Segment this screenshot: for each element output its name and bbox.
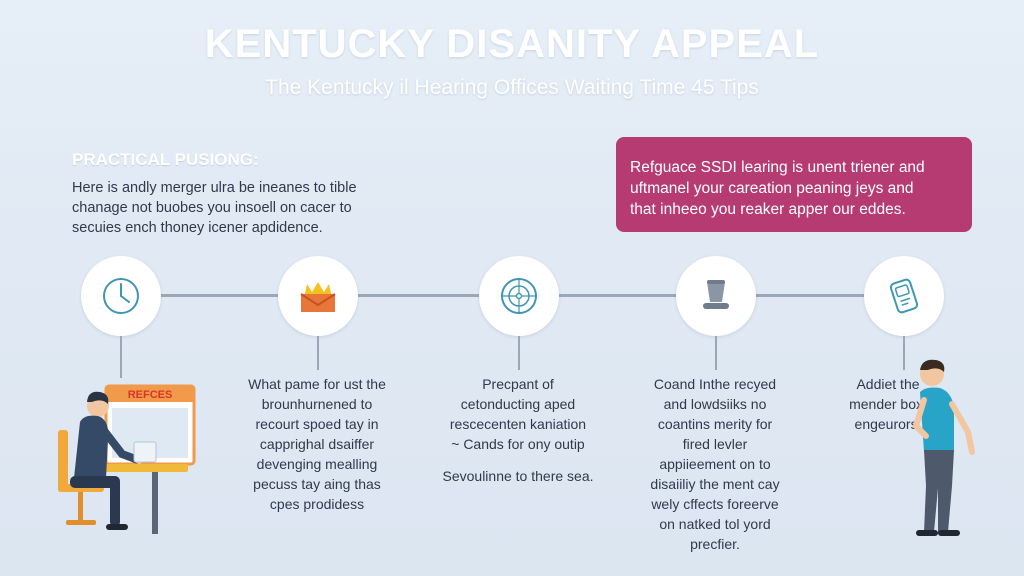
laptop (133, 441, 157, 463)
practical-body: Here is andly merger ulra be ineanes to … (72, 178, 392, 238)
step-4-line: disaiiliy the ment cay (650, 476, 780, 492)
step-2-line: brounhurnened to (261, 396, 373, 412)
man-shirt (920, 387, 954, 452)
gavel-icon (703, 280, 729, 309)
practical-line: chanage not buobes you insoell on cacer … (72, 200, 352, 216)
callout-line: uftmanel your careation peaning jeys and (630, 180, 914, 197)
clock-icon (103, 278, 139, 314)
step-4-line: Coand Inthe recyed (653, 376, 777, 392)
practical-line: Here is andly merger ulra be ineanes to … (72, 180, 357, 196)
step-3-text: Precpant of cetonducting aped rescecente… (423, 374, 613, 486)
desk-leg (152, 472, 158, 534)
page-title: KENTUCKY DISANITY APPEAL (204, 22, 820, 66)
step-2-line: What pame for ust the (248, 376, 386, 392)
step-3-extra-line: Sevoulinne to there sea. (442, 468, 594, 484)
step-4-line: precfier. (690, 536, 740, 552)
desk-top (102, 464, 188, 472)
timeline-node-2 (278, 256, 358, 336)
man-pants (924, 450, 954, 532)
step-4-line: on natked tol yord (659, 516, 771, 532)
step-5-text: Addiet the mender box. engeurors. (828, 374, 948, 434)
phone-icon (889, 278, 919, 314)
man-left-arm (912, 397, 929, 439)
timeline-node-5 (864, 256, 944, 336)
step-3-line: ~ Cands for ony outip (451, 436, 585, 452)
step-2-line: devenging mealling (256, 456, 378, 472)
callout-line: Refguace SSDI learing is unent triener a… (630, 159, 925, 176)
man-right-arm (949, 401, 975, 455)
standing-man-illustration (912, 359, 975, 536)
person-hair (87, 391, 109, 404)
step-5-line: mender box. (849, 396, 927, 412)
step-4-line: appiieement on to (659, 456, 771, 472)
monitor-titlebar (106, 386, 194, 402)
person-thigh (70, 476, 120, 488)
step-5-line: Addiet the (856, 376, 920, 392)
step-2-line: capprighal dsaiffer (259, 436, 375, 452)
timeline-connector (518, 336, 520, 370)
practical-heading: PRACTICAL PUSIONG: (72, 150, 259, 169)
step-2-line: recourt spoed tay in (255, 416, 379, 432)
callout-box: Refguace SSDI learing is unent triener a… (616, 137, 972, 232)
step-2-line: pecuss tay aing thas (253, 476, 381, 492)
timeline-node-1 (81, 256, 161, 336)
timeline-connector (120, 336, 122, 378)
timeline-node-4 (676, 256, 756, 336)
man-right-shoe (938, 530, 960, 536)
chair-post (78, 492, 83, 522)
timeline-connector (903, 336, 905, 370)
compass-icon (501, 278, 537, 314)
desk-worker-illustration: REFCES (58, 384, 196, 534)
page-subtitle: The Kentucky il Hearing Offices Waiting … (265, 76, 759, 99)
step-3-line: Precpant of (482, 376, 554, 392)
step-4-text: Coand Inthe recyed and lowdsiiks no coan… (625, 374, 805, 554)
timeline-connector (715, 336, 717, 370)
monitor-screen-label: REFCES (128, 389, 173, 401)
man-left-shoe (916, 530, 938, 536)
step-5-line: engeurors. (854, 416, 922, 432)
step-4-line: fired levler (682, 436, 748, 452)
envelope-icon (300, 282, 336, 312)
chair-back (58, 430, 68, 492)
step-2-line: cpes prodidess (269, 496, 365, 512)
step-2-text: What pame for ust the brounhurnened to r… (227, 374, 407, 514)
practical-line: secuies ench thoney icener apdidence. (72, 220, 323, 236)
step-4-line: and lowdsiiks no (663, 396, 767, 412)
timeline-node-3 (479, 256, 559, 336)
person-shin (110, 480, 120, 526)
timeline-connector (317, 336, 319, 370)
callout-line: that inheeo you reaker apper our eddes. (630, 201, 906, 218)
step-3-line: cetonducting aped (460, 396, 576, 412)
step-4-line: wely cffects foreerve (651, 496, 779, 512)
man-hair (920, 359, 945, 372)
step-3-line: rescecenten kaniation (449, 416, 587, 432)
person-shoe (106, 524, 128, 530)
chair-base (66, 520, 96, 525)
person-arm (98, 424, 142, 464)
step-4-line: coantins merity for (657, 416, 773, 432)
